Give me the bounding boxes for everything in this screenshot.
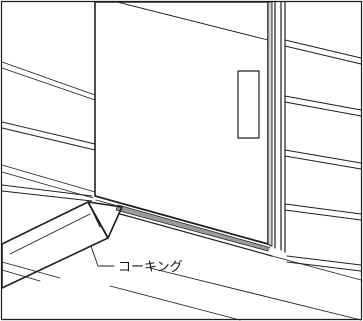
nozzle-highlight [91, 209, 101, 228]
panel-top-reflection [116, 1, 269, 41]
siding-joint [1, 61, 96, 96]
floor-line [149, 267, 362, 321]
floor-boards [1, 164, 362, 321]
siding-joint [1, 184, 93, 197]
floor-line [1, 171, 94, 199]
siding-joint [1, 190, 93, 202]
floor-line [1, 261, 61, 279]
nozzle-tip [87, 201, 123, 239]
panel-vent-slot [237, 70, 260, 139]
floor-front-edge [119, 213, 273, 257]
panel-side-edge [267, 1, 273, 247]
caulking-gun-nozzle [1, 201, 123, 289]
cartridge-highlight [9, 213, 91, 255]
cartridge-body [1, 201, 109, 289]
floor-line [1, 269, 41, 282]
siding-joint [1, 121, 96, 145]
siding-joint [284, 45, 362, 65]
sealant-bead [115, 204, 269, 252]
floor-line [1, 164, 96, 193]
siding-joint [284, 39, 362, 59]
callout-leader-line [90, 245, 115, 267]
siding-joint [1, 67, 96, 101]
siding-joint [286, 255, 362, 266]
left-siding-boards [1, 61, 96, 202]
right-siding-boards [284, 39, 362, 272]
siding-joint [284, 149, 362, 164]
wall-panel [94, 1, 273, 249]
siding-joint [284, 203, 362, 215]
caulking-callout: コーキング [90, 245, 183, 275]
callout-label: コーキング [118, 260, 183, 275]
siding-joint [284, 95, 362, 111]
siding-joint [284, 101, 362, 117]
floor-front-edge [271, 255, 362, 281]
siding-joint [284, 155, 362, 170]
siding-joint [284, 209, 362, 221]
panel-bottom-edge [94, 195, 269, 245]
floor-line [109, 285, 241, 321]
siding-joint [1, 127, 96, 151]
